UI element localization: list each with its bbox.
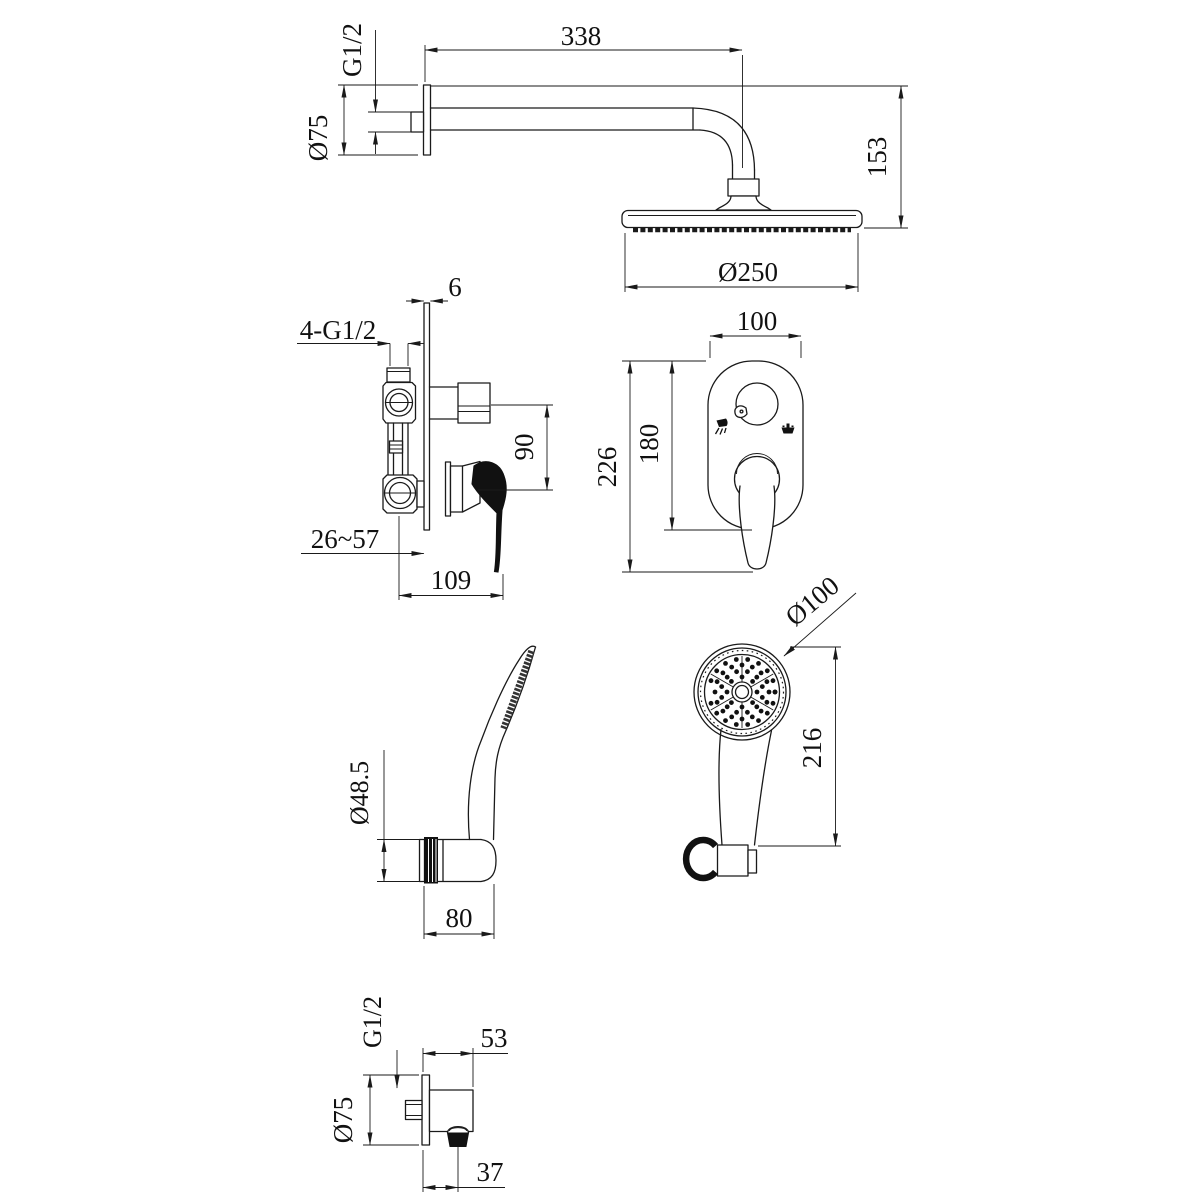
- handshower-back-outline: [467, 645, 537, 841]
- dim-valve-reach-label: 109: [431, 565, 472, 595]
- shower-arm-wall-flange: [422, 84, 432, 156]
- dim-hs-head-label: Ø100: [780, 570, 845, 632]
- holder-nose: [480, 838, 497, 883]
- shower-head-disc: [621, 209, 863, 229]
- dim-valve-plate-label: 6: [448, 272, 462, 302]
- handshower-side-view: Ø48.5 80: [345, 645, 537, 939]
- ext-line: [423, 884, 495, 939]
- holder-knurled-ring: [424, 837, 438, 884]
- dim-out-flange-label: Ø75: [328, 1097, 358, 1144]
- mixer-lever-side: [471, 461, 507, 573]
- ext-line: [478, 404, 553, 491]
- dim-out-offset-label: 37: [477, 1157, 504, 1187]
- dim-holder-reach-label: 80: [446, 903, 473, 933]
- knob-tab-hole: [739, 409, 744, 414]
- dim-out-thread-label: G1/2: [358, 996, 387, 1048]
- ext-line: [368, 111, 411, 133]
- handle-sleeve: [449, 465, 464, 513]
- shower-arm-thread-nipple: [410, 111, 425, 133]
- dim-head-drop-label: 153: [862, 137, 892, 178]
- handshower-dotted-ring: [699, 649, 785, 735]
- mixer-trim-front-view: 100 180 226: [592, 306, 804, 573]
- holder-bracket-front: [716, 844, 749, 877]
- diverter-knob: [735, 382, 779, 426]
- holder-body: [436, 838, 482, 883]
- spray-face-band: [500, 649, 535, 730]
- outlet-thread-nipple: [404, 1099, 423, 1121]
- valve-lower-housing: [382, 474, 418, 514]
- dim-arm-thread-label: G1/2: [337, 23, 367, 77]
- overhead-mode-icon: [781, 423, 795, 434]
- dim-valve-thread-label: 4-G1/2: [300, 315, 377, 345]
- dim-arm-flange-label: Ø75: [303, 115, 333, 162]
- handshower-handle-front: [718, 728, 773, 846]
- shower-arm-drop-pipe: [731, 164, 756, 180]
- lever-base-inner-arc: [736, 453, 778, 475]
- dim-valve-depth-label: 26~57: [311, 524, 380, 554]
- ext-line: [338, 84, 418, 156]
- valve-lower-tab: [416, 480, 425, 508]
- shower-arm-collar: [727, 178, 760, 197]
- overhead-shower-view: 338 G1/2 Ø75 153 Ø250: [303, 21, 908, 292]
- diverter-knob-tab: [734, 405, 748, 419]
- valve-wall-plate: [423, 302, 431, 531]
- dim-trim-width-label: 100: [737, 306, 778, 336]
- dim-hs-length-label: 216: [797, 728, 827, 769]
- valve-cartridge-box: [457, 382, 491, 424]
- ball-joint-cover: [715, 195, 772, 211]
- holder-c-clip: [682, 836, 718, 882]
- ext-line: [758, 646, 841, 847]
- mixer-valve-side-view: 6 4-G1/2 90 26~57 109: [297, 272, 553, 600]
- holder-bracket-step: [747, 849, 758, 874]
- shower-arm-pipe: [429, 107, 701, 131]
- handle-escutcheon-side: [444, 461, 452, 517]
- ext-line: [389, 343, 409, 366]
- handshower-front-view: Ø100 216: [682, 570, 857, 882]
- outlet-body: [428, 1089, 474, 1133]
- ext-line: [709, 341, 802, 358]
- dim-out-width-label: 53: [481, 1023, 508, 1053]
- handshower-face-plate: [703, 653, 781, 731]
- outlet-spout-cap-inner: [449, 1127, 467, 1132]
- handshower-head-rim: [693, 643, 791, 741]
- valve-neck: [428, 386, 459, 420]
- trim-lever-fill: [739, 484, 775, 569]
- dim-arm-length-label: 338: [561, 21, 602, 51]
- dim-leader-hs-head: [783, 592, 857, 657]
- valve-body-bar: [387, 422, 409, 476]
- thread-lines: [405, 1104, 422, 1116]
- knurl-stripes: [428, 839, 437, 882]
- dim-trim-height-label: 180: [634, 424, 664, 465]
- handshower-mode-icon: [714, 418, 728, 435]
- spray-nozzle-dots: [708, 657, 778, 727]
- valve-plug: [388, 440, 404, 454]
- face-center-hole: [734, 684, 750, 700]
- spray-sector-lines: [710, 656, 774, 728]
- outlet-spout-knurl: [446, 1132, 470, 1147]
- dim-valve-span-label: 90: [509, 434, 539, 461]
- ext-line: [624, 233, 859, 292]
- wall-outlet-view: G1/2 53 Ø75 37: [328, 996, 508, 1192]
- handshower-face-outline: [492, 646, 537, 841]
- outlet-wall-flange: [421, 1074, 431, 1146]
- valve-top-port: [386, 367, 411, 383]
- dim-head-dia-label: Ø250: [718, 257, 778, 287]
- dim-holder-dia-label: Ø48.5: [345, 761, 374, 825]
- shower-arm-elbow: [692, 107, 756, 171]
- plug-hatch: [389, 444, 403, 450]
- ext-line: [431, 85, 908, 229]
- holder-flange: [418, 838, 426, 883]
- trim-lever-outline: [738, 485, 776, 570]
- handshower-head-ring2: [697, 647, 787, 737]
- cartridge-lines: [458, 405, 490, 412]
- dim-trim-total-label: 226: [592, 447, 622, 488]
